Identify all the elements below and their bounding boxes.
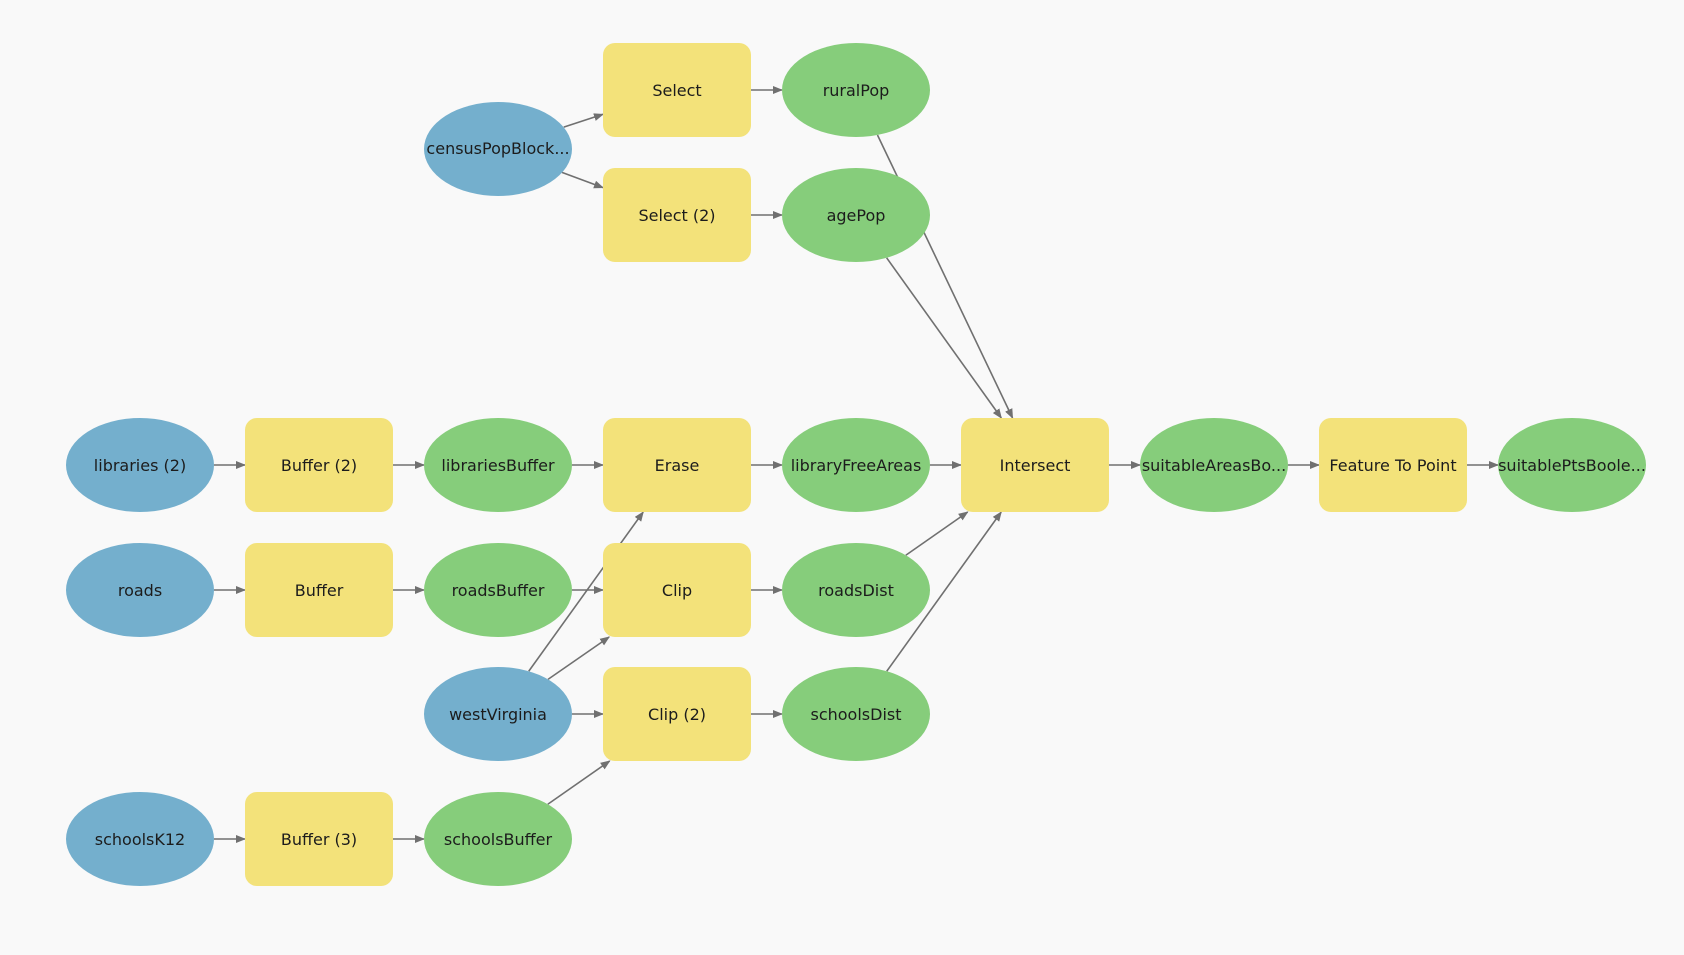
node-label: libraries (2): [93, 455, 187, 475]
tool-node-select2[interactable]: Select (2): [603, 168, 751, 262]
output-data-node-roadsDist[interactable]: roadsDist: [782, 543, 930, 637]
tool-node-clip2[interactable]: Clip (2): [603, 667, 751, 761]
input-data-node-census[interactable]: censusPopBlock...: [424, 101, 572, 196]
output-data-node-schoolsDist[interactable]: schoolsDist: [782, 667, 930, 761]
connector-census-to-select[interactable]: [563, 113, 604, 128]
connector-schoolsDist-to-intersect[interactable]: [886, 511, 1002, 672]
node-label: Buffer (2): [280, 455, 358, 475]
node-label: libraryFreeAreas: [790, 455, 922, 475]
tool-node-buffer3[interactable]: Buffer (3): [245, 792, 393, 886]
output-data-node-suitableAreas[interactable]: suitableAreasBo...: [1140, 418, 1288, 512]
node-label: suitableAreasBo...: [1141, 455, 1287, 475]
connector-westVirginia-to-erase[interactable]: [528, 511, 644, 672]
connector-westVirginia-to-clip[interactable]: [547, 636, 610, 681]
tool-node-featureToPoint[interactable]: Feature To Point: [1319, 418, 1467, 512]
connector-census-to-select2[interactable]: [561, 171, 604, 189]
node-label: westVirginia: [449, 704, 547, 724]
connector-agePop-to-intersect[interactable]: [885, 257, 1002, 419]
node-label: roadsBuffer: [451, 580, 545, 600]
node-label: Clip (2): [648, 704, 706, 724]
output-data-node-suitablePts[interactable]: suitablePtsBoole...: [1498, 418, 1646, 512]
output-data-node-ruralPop[interactable]: ruralPop: [782, 43, 930, 137]
tool-node-intersect[interactable]: Intersect: [961, 418, 1109, 512]
node-label: schoolsK12: [94, 829, 186, 849]
connector-roadsDist-to-intersect[interactable]: [905, 511, 969, 556]
output-data-node-roadsBuffer[interactable]: roadsBuffer: [424, 543, 572, 637]
node-label: Buffer (3): [280, 829, 358, 849]
node-label: Erase: [654, 455, 700, 475]
node-label: censusPopBlock...: [426, 139, 570, 159]
input-data-node-roads[interactable]: roads: [66, 543, 214, 637]
node-label: Buffer: [294, 580, 344, 600]
node-label: schoolsDist: [810, 704, 902, 724]
node-label: agePop: [826, 205, 886, 225]
node-label: Select (2): [638, 205, 716, 225]
tool-node-buffer[interactable]: Buffer: [245, 543, 393, 637]
tool-node-select[interactable]: Select: [603, 43, 751, 137]
output-data-node-librariesBuffer[interactable]: librariesBuffer: [424, 418, 572, 512]
node-label: suitablePtsBoole...: [1498, 455, 1646, 475]
node-label: Feature To Point: [1329, 455, 1457, 475]
node-label: schoolsBuffer: [443, 829, 553, 849]
node-label: Intersect: [999, 455, 1071, 475]
input-data-node-schoolsK12[interactable]: schoolsK12: [66, 792, 214, 886]
connector-schoolsBuffer-to-clip2[interactable]: [547, 760, 611, 805]
node-label: Select: [652, 80, 702, 100]
output-data-node-libraryFreeAreas[interactable]: libraryFreeAreas: [782, 418, 930, 512]
output-data-node-agePop[interactable]: agePop: [782, 168, 930, 262]
tool-node-clip[interactable]: Clip: [603, 543, 751, 637]
node-label: roadsDist: [818, 580, 894, 600]
input-data-node-westVirginia[interactable]: westVirginia: [424, 667, 572, 761]
node-label: ruralPop: [822, 80, 890, 100]
node-label: Clip: [661, 580, 693, 600]
tool-node-buffer2[interactable]: Buffer (2): [245, 418, 393, 512]
tool-node-erase[interactable]: Erase: [603, 418, 751, 512]
node-label: roads: [117, 580, 163, 600]
node-label: librariesBuffer: [441, 455, 555, 475]
input-data-node-libraries[interactable]: libraries (2): [66, 418, 214, 512]
output-data-node-schoolsBuffer[interactable]: schoolsBuffer: [424, 792, 572, 886]
